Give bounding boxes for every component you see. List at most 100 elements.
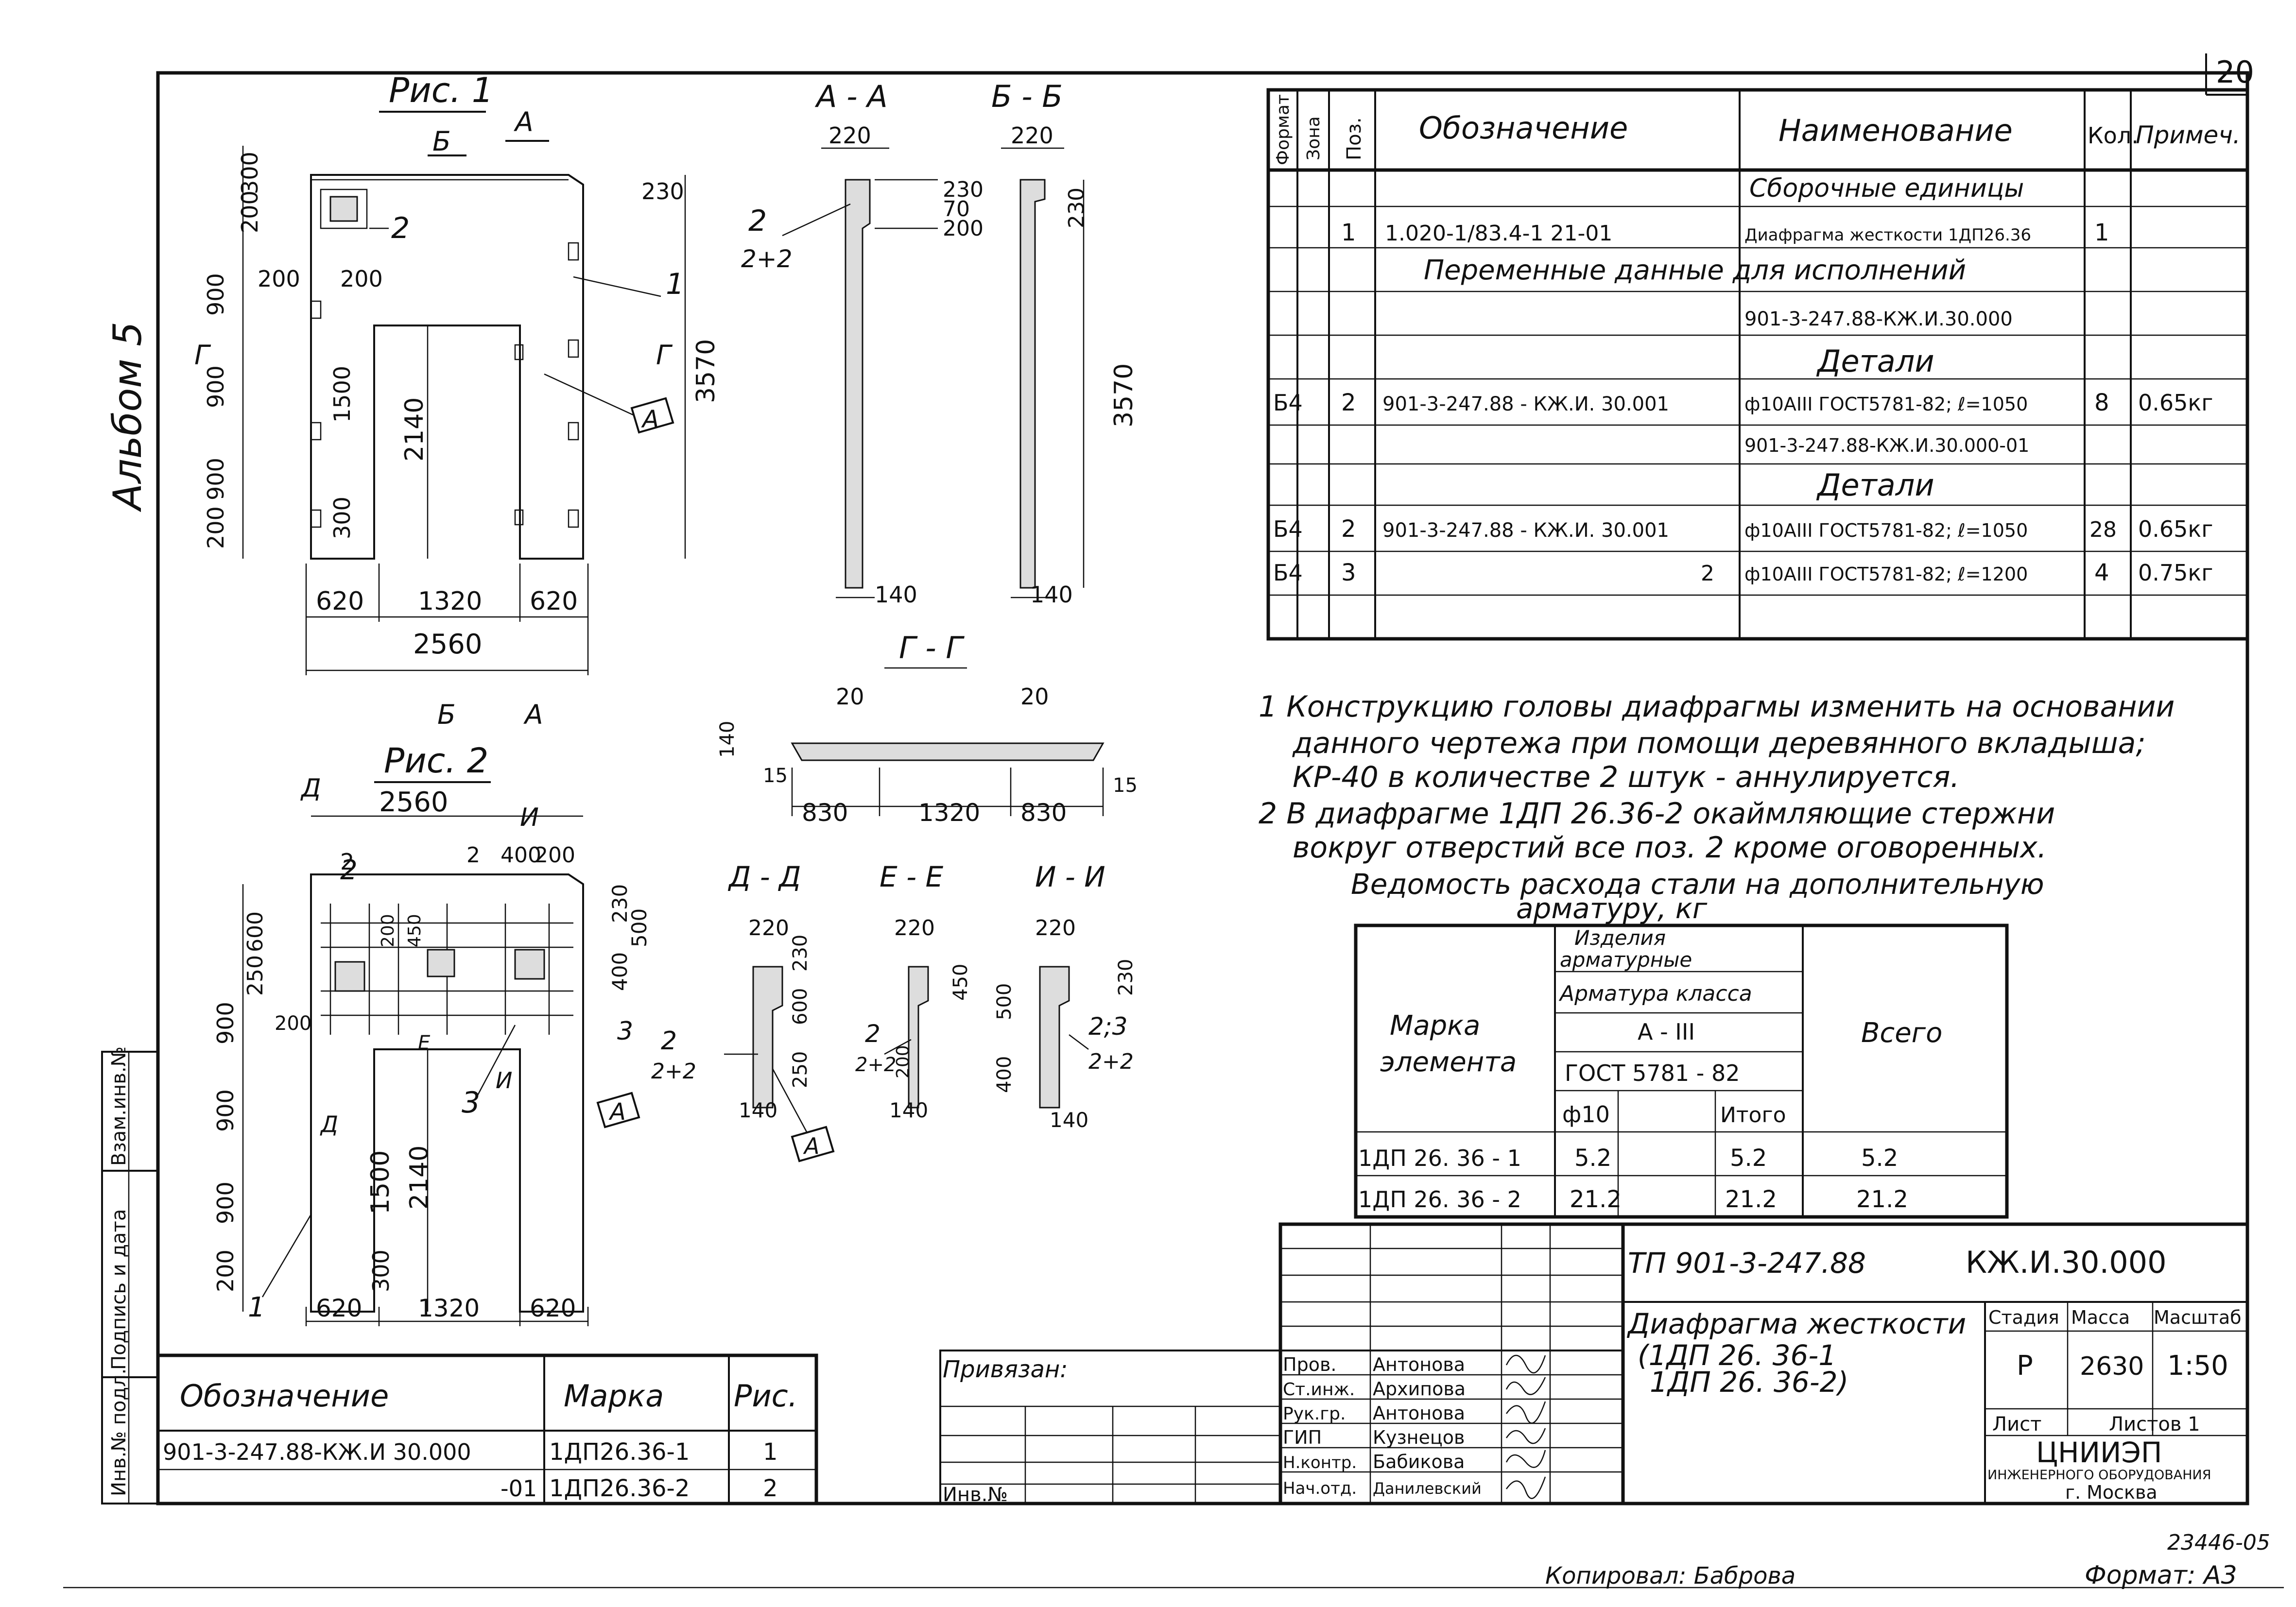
section-dd-dim-600: 600 <box>789 988 811 1025</box>
steel-row2-subtotal: 21.2 <box>1725 1186 1777 1213</box>
fig2-label-2: 2 <box>340 855 358 886</box>
spec-row5-name: ф10АIII ГОСТ5781-82; ℓ=1050 <box>1744 393 2028 415</box>
fig2-label-22-right: 2+2 <box>651 1059 696 1084</box>
section-aa-shape <box>845 179 871 589</box>
section-dd-dim-140: 140 <box>739 1098 777 1122</box>
spec-header-name: Наименование <box>1778 113 2013 148</box>
section-gg-title: Г - Г <box>899 630 965 666</box>
note-line-2: данного чертежа при помощи деревянного в… <box>1292 726 2146 760</box>
title-mass: 2630 <box>2080 1352 2144 1381</box>
steel-header-subtotal: Итого <box>1720 1103 1786 1128</box>
spec-row5-note: 0.65кг <box>2138 390 2213 416</box>
fig1-dim-300: 300 <box>237 152 263 194</box>
section-ee-dim-200: 200 <box>893 1045 913 1078</box>
title-role-6-name: Данилевский <box>1373 1479 1482 1498</box>
spec-row8-format: Б4 <box>1273 516 1303 542</box>
fig1-dim-1320: 1320 <box>418 587 482 616</box>
section-ee-dim-140: 140 <box>889 1098 928 1122</box>
fig-table-row1-mark: 1ДП26.36-1 <box>549 1438 690 1466</box>
fig1-label-2: 2 <box>391 211 410 245</box>
spec-header-pos: Поз. <box>1343 117 1365 160</box>
title-role-6: Нач.отд. <box>1283 1479 1357 1498</box>
fig1-dim-620b: 620 <box>530 587 578 616</box>
fig1-cut-b-top: Б <box>432 126 451 157</box>
fig-table-row2-designation: -01 <box>501 1475 537 1502</box>
spec-row9-note: 0.75кг <box>2138 560 2213 586</box>
fig1-cut-a-top: А <box>514 106 534 137</box>
fig2-dim-in-200: 200 <box>378 914 398 947</box>
fig2-cut-e: Е <box>418 1032 431 1054</box>
fig1-dim-900a: 900 <box>203 273 229 316</box>
title-name-2: (1ДП 26. 36-1 <box>1638 1339 1836 1372</box>
title-stage-label: Стадия <box>1988 1307 2059 1328</box>
fig2-dim-900c: 900 <box>212 1181 239 1224</box>
section-ii-dim-220: 220 <box>1035 916 1076 940</box>
fig2-label-2-right: 2 <box>661 1026 677 1056</box>
fig-table-header-mark: Марка <box>564 1378 664 1414</box>
spec-row1-pos: 1 <box>1341 219 1356 246</box>
spec-row5-pos: 2 <box>1341 389 1356 416</box>
spec-row1-name: Диафрагма жесткости 1ДП26.36 <box>1744 225 2031 245</box>
sheet-format: Формат: А3 <box>2085 1561 2237 1590</box>
left-strip: Инв.№ подл. Подпись и дата Взам.инв.№ <box>101 1046 159 1504</box>
spec-row9-qty: 4 <box>2094 559 2109 586</box>
fig2-cut-d: Д <box>300 774 321 803</box>
section-aa: А - А 220 230 70 200 2 2+2 140 <box>741 79 984 608</box>
fig2-dim-900b: 900 <box>212 1089 239 1132</box>
title-name-1: Диафрагма жесткости <box>1626 1307 1966 1340</box>
fig-table-row1-designation: 901-3-247.88-КЖ.И 30.000 <box>163 1439 471 1465</box>
binding-label: Привязан: <box>943 1356 1068 1383</box>
section-ii-dim-230: 230 <box>1115 959 1137 996</box>
title-project: ТП 901-3-247.88 <box>1628 1247 1866 1280</box>
note-line-4: 2 В диафрагме 1ДП 26.36-2 окаймляющие ст… <box>1259 797 2055 831</box>
fig1-dim-200b: 200 <box>203 506 229 549</box>
fig2-dim-400: 400 <box>608 952 632 991</box>
binding-inv-label: Инв.№ <box>943 1484 1008 1506</box>
fig2-dim-in-200b: 200 <box>275 1012 311 1035</box>
section-dd-dim-250: 250 <box>789 1051 811 1088</box>
section-gg-dim-830a: 830 <box>802 799 848 827</box>
title-mass-label: Масса <box>2071 1307 2130 1328</box>
section-bb-dim-140: 140 <box>1030 581 1073 608</box>
fig2-dim-500: 500 <box>627 908 651 947</box>
note-line-3: КР-40 в количестве 2 штук - аннулируется… <box>1293 760 1960 794</box>
fig-table-row2-fig: 2 <box>763 1475 778 1502</box>
title-role-1: Пров. <box>1283 1354 1336 1375</box>
spec-header-designation: Обозначение <box>1419 110 1628 146</box>
section-dd-dim-220: 220 <box>748 916 789 940</box>
fig2-label-3b: 3 <box>617 1017 633 1046</box>
fig2-dim-620a: 620 <box>316 1294 362 1322</box>
spec-row0-name: Сборочные единицы <box>1749 174 2024 203</box>
fig1-dim-230: 230 <box>641 178 684 205</box>
section-ii-shape <box>1039 966 1070 1109</box>
section-bb-dim-220: 220 <box>1011 122 1053 149</box>
steel-row1-phi10: 5.2 <box>1574 1145 1611 1172</box>
fig2-dim-230: 230 <box>608 884 632 923</box>
spec-row1-qty: 1 <box>2094 219 2109 246</box>
copied-by: Копировал: Баброва <box>1545 1562 1795 1590</box>
title-name-3: 1ДП 26. 36-2) <box>1650 1366 1848 1399</box>
spec-row5-format: Б4 <box>1273 390 1303 416</box>
binding-block: Привязан: Инв.№ <box>939 1350 1281 1506</box>
fig2-label-1: 1 <box>248 1292 265 1323</box>
spec-row5-qty: 8 <box>2094 389 2109 416</box>
fig1-dim-900b: 900 <box>203 365 229 408</box>
title-role-1-name: Антонова <box>1373 1354 1465 1375</box>
title-role-2-name: Архипова <box>1373 1378 1466 1400</box>
steel-row1-total: 5.2 <box>1861 1145 1898 1172</box>
fig1-dim-3570: 3570 <box>691 339 721 403</box>
section-dd-label-a: А <box>803 1133 819 1159</box>
figures-table: Обозначение Марка Рис. 901-3-247.88-КЖ.И… <box>156 1353 818 1505</box>
fig1-dim-900c: 900 <box>203 458 229 500</box>
page-number: 20 <box>2216 54 2254 90</box>
steel-header-class: Арматура класса <box>1558 981 1752 1006</box>
fig2-diaphragm-outline <box>310 873 584 1313</box>
section-ii-label-sub: 2+2 <box>1088 1049 1134 1074</box>
spec-header-note: Примеч. <box>2136 121 2241 149</box>
section-gg: Г - Г 20 20 140 15 15 830 1320 830 <box>716 630 1138 827</box>
steel-header-mark-2: элемента <box>1380 1046 1517 1078</box>
steel-table: Ведомость расхода стали на дополнительну… <box>1351 868 2044 1219</box>
figure-1: Рис. 1 А Б 300 200 900 900 900 200 200 2… <box>194 70 721 730</box>
steel-header-phi10: ф10 <box>1562 1101 1610 1128</box>
